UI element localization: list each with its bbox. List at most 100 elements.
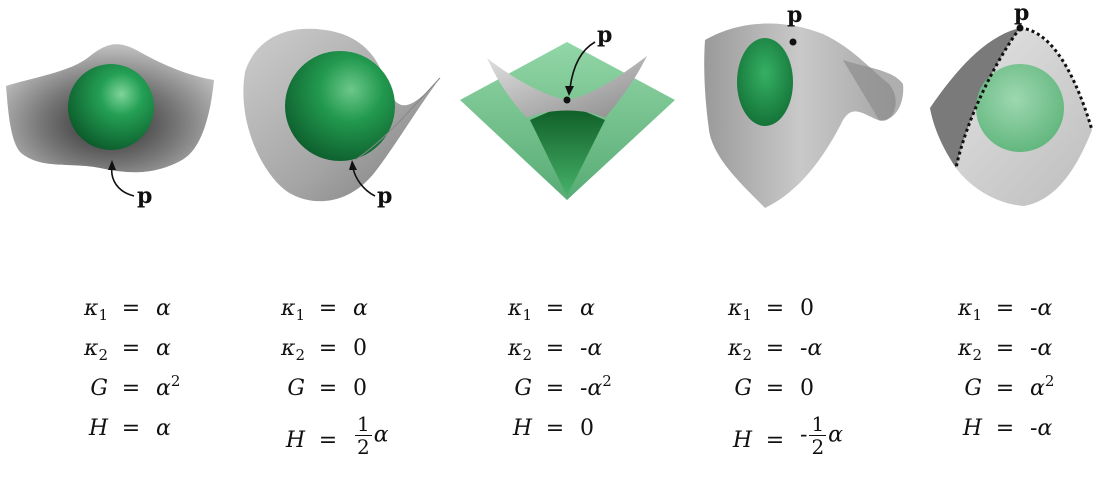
equation-rhs: -α [800,336,823,361]
equals-sign: = [121,416,141,441]
bowl-surface-illustration: p [6,44,214,209]
equals-sign: = [765,296,785,321]
equation-lhs: G [514,376,532,401]
sphere [285,51,395,161]
equals-sign: = [545,376,565,401]
principal-curve [1019,26,1094,131]
equals-sign: = [121,376,141,401]
equation-rhs: 0 [800,376,814,401]
equation-rhs: 0 [353,336,367,361]
equation-rhs: 0 [353,376,367,401]
equation-row: κ1 = -α [942,296,1104,336]
equation-lhs: G [734,376,752,401]
equation-lhs: κ1 [958,296,982,324]
equation-rhs: -α [1030,336,1053,361]
equation-lhs: G [964,376,982,401]
equation-lhs: H [512,416,532,441]
equation-rhs: α [156,336,171,361]
equation-lhs: G [90,376,108,401]
equals-sign: = [318,296,338,321]
point-arrow [352,167,376,197]
equation-rhs: 0 [800,296,814,321]
equation-lhs: H [285,428,305,453]
equation-rhs: α [580,296,595,321]
equals-sign: = [121,296,141,321]
equation-lhs: κ2 [508,336,532,364]
point-dot [1016,24,1024,32]
equation-rhs: α [156,416,171,441]
equation-rhs: 0 [580,416,594,441]
principal-curve [954,27,1022,169]
equals-sign: = [318,376,338,401]
equation-rhs: α2 [1030,372,1055,402]
point-arrow [569,41,596,89]
equals-sign: = [995,336,1015,361]
equals-sign: = [545,296,565,321]
equation-lhs: κ1 [728,296,752,324]
equation-row: G = -α2 [492,372,662,416]
equation-lhs: H [962,416,982,441]
equation-lhs: κ1 [508,296,532,324]
equation-row: H = 0 [492,416,662,456]
equation-rhs: -α [580,336,603,361]
equation-rhs: -α [1030,296,1053,321]
equals-sign: = [545,416,565,441]
sphere [737,38,793,126]
equation-rhs: α [156,296,171,321]
cylinder-surface-illustration: p [243,28,441,209]
equation-row: H = -α [942,416,1104,456]
sphere [68,64,154,150]
sphere [976,64,1064,152]
equation-rhs: -α [1030,416,1053,441]
equation-lhs: H [88,416,108,441]
equation-row: κ2 = -α [942,336,1104,376]
equation-lhs: κ2 [958,336,982,364]
equation-lhs: κ2 [281,336,305,364]
equation-row: H = α [68,416,238,456]
point-dot [563,96,571,104]
dome-surface-illustration: p [930,0,1094,206]
equation-rhs: -α2 [580,372,612,402]
equation-lhs: H [732,428,752,453]
equals-sign: = [318,428,338,453]
equation-rhs: α [353,296,368,321]
equation-row: κ2 = -α [492,336,662,376]
equation-lhs: κ1 [281,296,305,324]
equation-lhs: κ1 [84,296,108,324]
equals-sign: = [995,416,1015,441]
equation-row: κ1 = α [492,296,662,336]
equation-row: κ2 = -α [712,336,882,376]
equation-row: κ2=0 [265,336,435,376]
equals-sign: = [765,336,785,361]
point-label: p [597,22,612,48]
equals-sign: = [995,376,1015,401]
saddle-surface-illustration: p [460,22,675,200]
point-dot [789,38,797,46]
equals-sign: = [765,376,785,401]
equation-row: G = 0 [712,376,882,416]
equation-row: κ1 = α [265,296,435,336]
point-label: p [377,183,392,209]
equation-lhs: κ2 [728,336,752,364]
equation-row: G = α2 [942,372,1104,416]
equation-lhs: κ2 [84,336,108,364]
saddle-surface [487,56,647,118]
equals-sign: = [765,428,785,453]
point-label: p [137,183,152,209]
equals-sign: = [995,296,1015,321]
point-label: p [787,2,802,28]
saddle-lower-sheet [530,104,605,196]
cylinder-surface [704,23,896,209]
equals-sign: = [545,336,565,361]
